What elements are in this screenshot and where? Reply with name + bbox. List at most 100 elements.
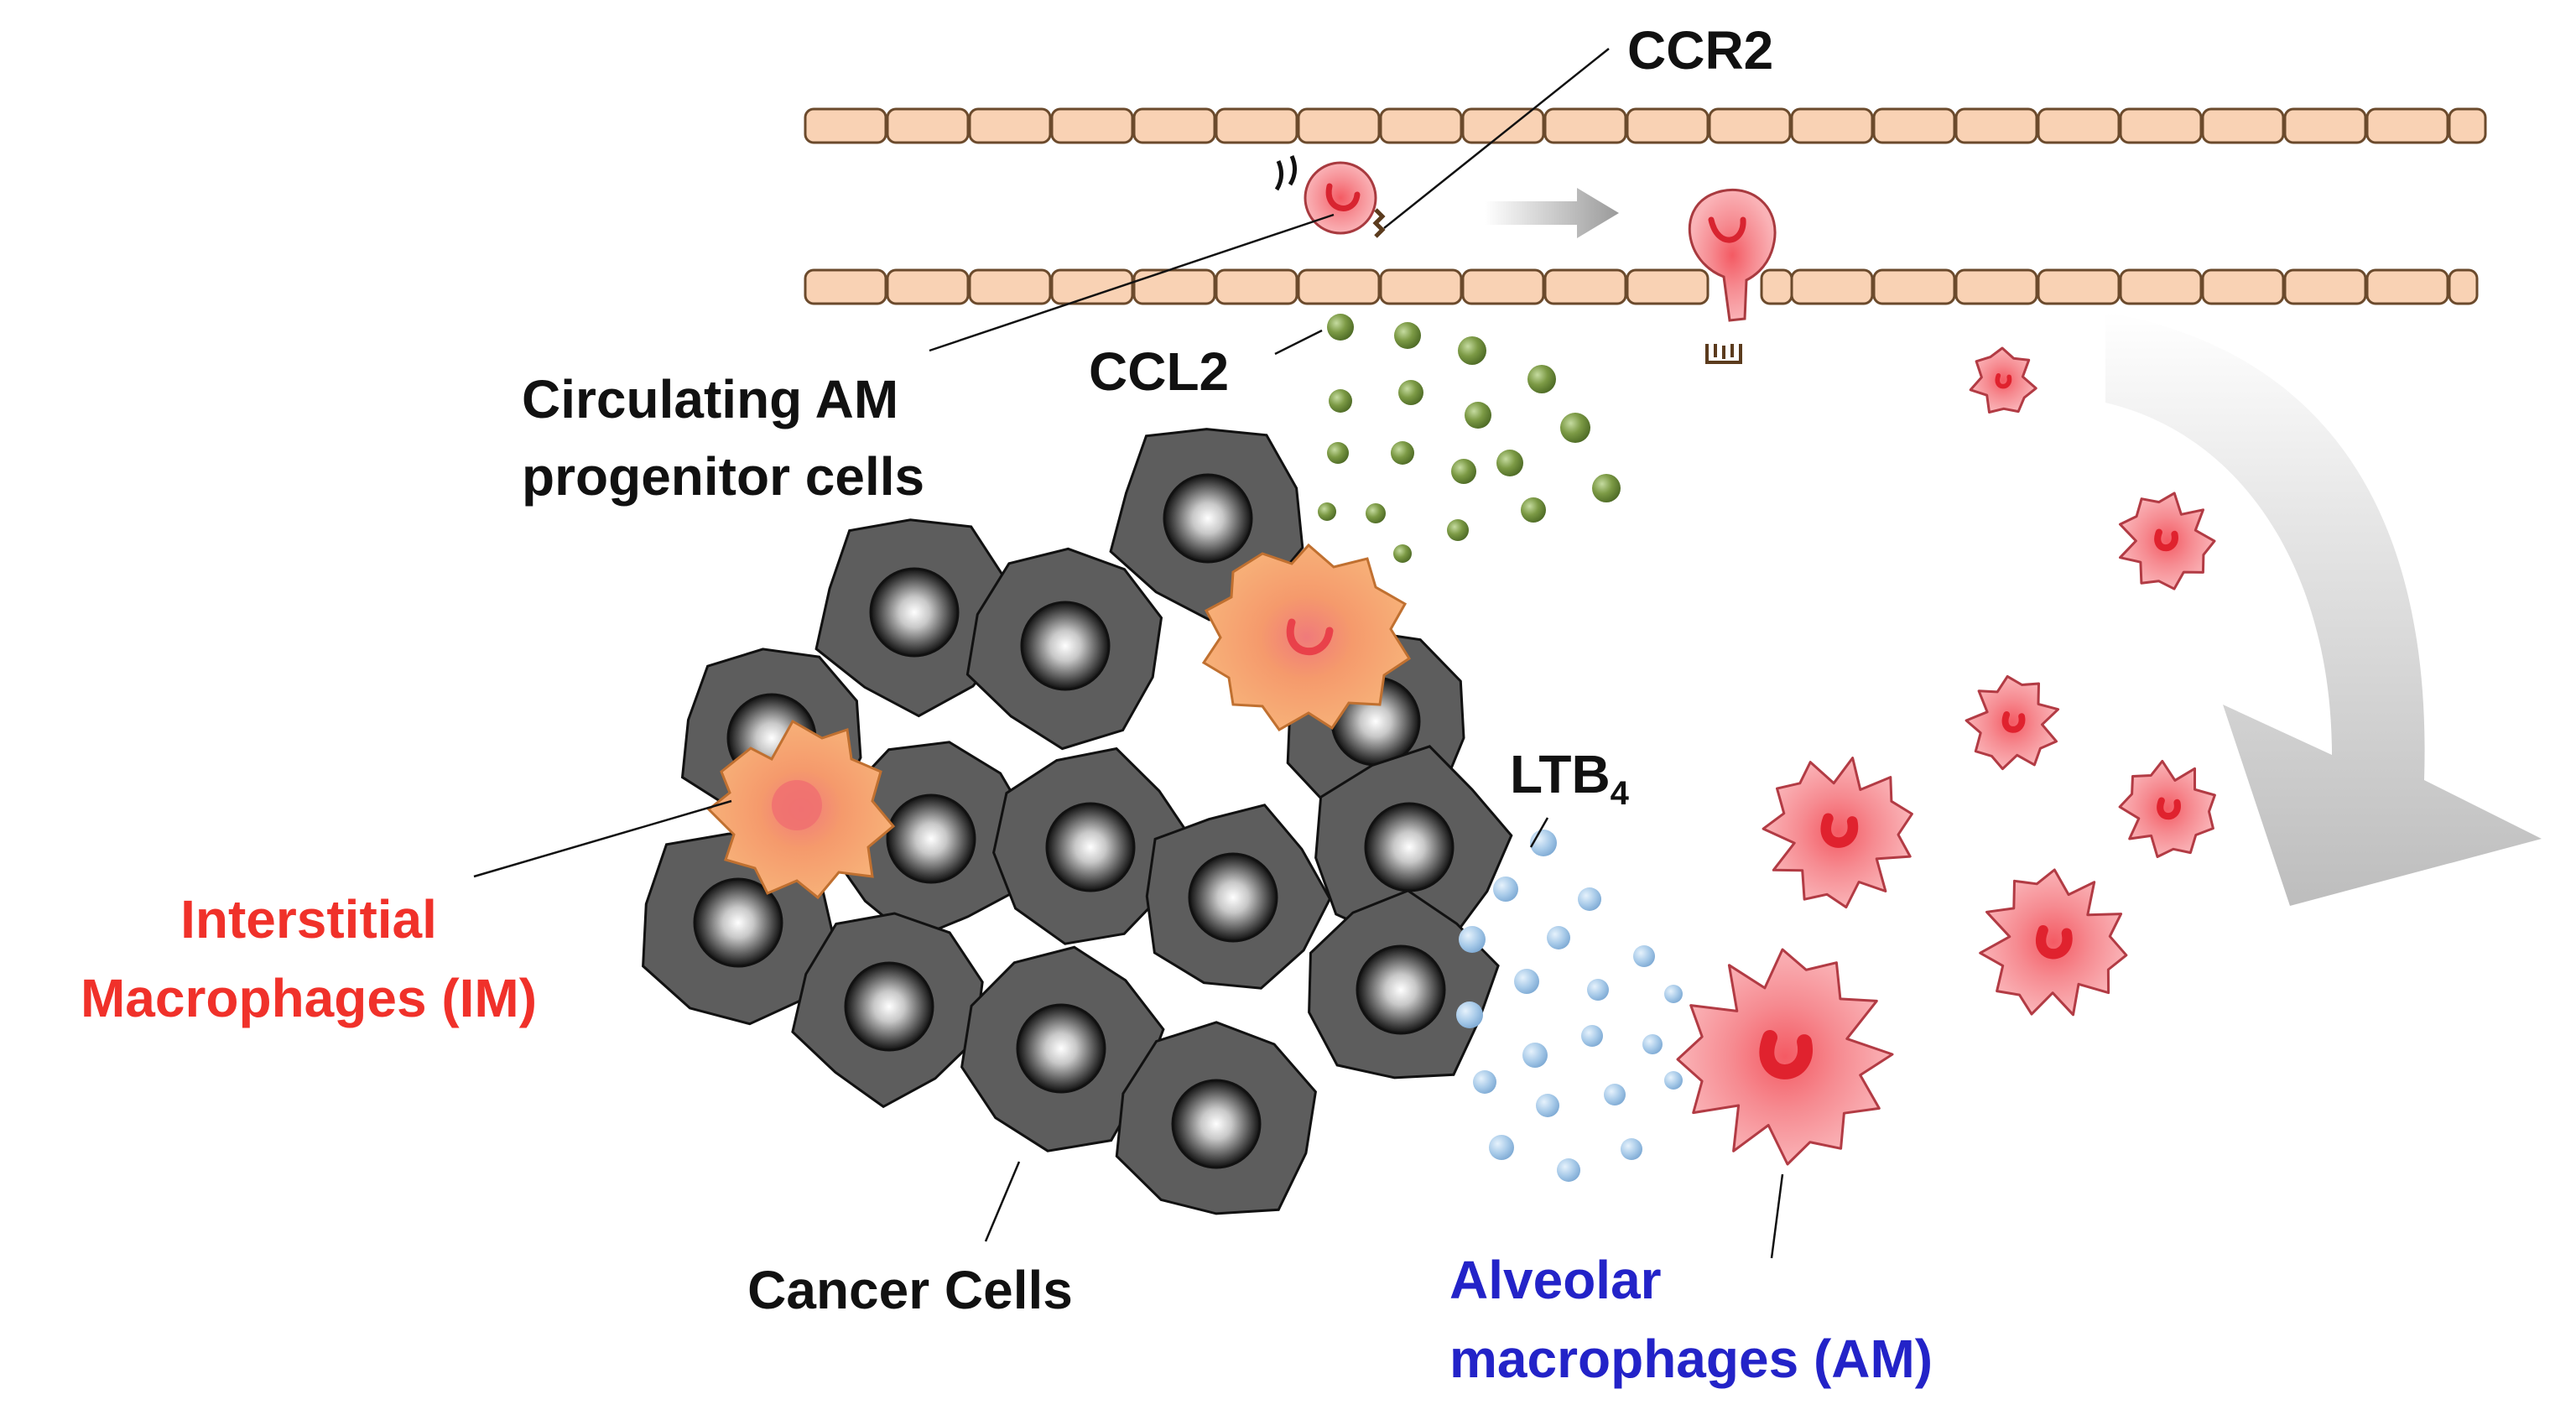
- alveolar-macrophage-body: [2119, 492, 2216, 590]
- leader-lines: [473, 48, 1784, 1259]
- cancer-cell: [1115, 1021, 1317, 1215]
- alveolar-macrophage-body: [1676, 948, 1894, 1166]
- vessel-brick: [1872, 268, 1956, 305]
- vessel-brick: [1297, 268, 1381, 305]
- vessel-brick: [2037, 268, 2121, 305]
- vessel-brick: [2448, 268, 2479, 305]
- alveolar-macrophage: [1969, 346, 2037, 414]
- cancer-cell-nucleus: [886, 793, 976, 884]
- vessel-brick: [886, 268, 970, 305]
- vessel-brick: [1872, 107, 1956, 144]
- alveolar-macrophage-nucleus: [2001, 711, 2026, 733]
- cancer-cell-nucleus: [844, 961, 934, 1052]
- motion-marks-icon: [1274, 154, 1297, 191]
- vessel-brick: [2448, 107, 2487, 144]
- migration-curved-arrow: [2105, 312, 2542, 906]
- vessel-brick: [1461, 268, 1545, 305]
- vessel-brick: [1626, 107, 1710, 144]
- vessel-brick: [1954, 268, 2038, 305]
- ccl2-dot: [1327, 442, 1349, 464]
- vessel-brick: [2037, 107, 2121, 144]
- vessel-brick: [2119, 268, 2203, 305]
- circulating-progenitor-cell: [1274, 154, 1386, 238]
- ltb4-dot: [1587, 979, 1609, 1001]
- vessel-brick: [2365, 268, 2449, 305]
- vessel-brick: [2201, 107, 2285, 144]
- alveolar-macrophage: [1979, 868, 2128, 1017]
- vessel-brick: [1954, 107, 2038, 144]
- alveolar-macrophage-body: [1979, 868, 2128, 1017]
- cancer-cell-nucleus: [1045, 802, 1136, 892]
- cancer-cell-cluster: [642, 428, 1513, 1215]
- ltb4-dot: [1604, 1084, 1626, 1105]
- vessel-brick: [2201, 268, 2285, 305]
- circulating-progenitor-label-line1: Circulating AM: [522, 369, 898, 429]
- alveolar-macrophage-nucleus: [2036, 925, 2073, 960]
- cancer-cell-nucleus: [693, 877, 783, 968]
- cancer-cells-label: Cancer Cells: [747, 1260, 1073, 1320]
- alveolar-macrophage: [1762, 757, 1913, 909]
- alveolar-macrophage: [1965, 674, 2060, 771]
- vessel-brick: [886, 107, 970, 144]
- ltb4-label-subscript: 4: [1611, 775, 1630, 812]
- vessel-brick: [1132, 268, 1216, 305]
- vessel-brick: [804, 268, 887, 305]
- ltb4-dot: [1522, 1043, 1548, 1068]
- vessel-brick: [1790, 268, 1874, 305]
- ltb4-dot: [1514, 969, 1539, 994]
- vessel-brick: [1050, 268, 1134, 305]
- ccl2-dot: [1451, 459, 1476, 484]
- vessel-brick: [1461, 107, 1545, 144]
- cancer-cell-nucleus: [1020, 601, 1111, 691]
- ltb4-dot: [1664, 985, 1683, 1003]
- alveolar-macrophage-nucleus: [1759, 1030, 1813, 1079]
- ltb4-label: LTB4: [1510, 744, 1630, 812]
- ltb4-dot: [1493, 877, 1518, 902]
- cancer-cell: [814, 518, 1012, 718]
- alveolar-macrophage-body: [1965, 674, 2060, 771]
- ltb4-dot: [1578, 887, 1601, 911]
- vessel-brick: [1379, 268, 1463, 305]
- ccl2-dot: [1458, 336, 1486, 365]
- ccl2-dot: [1393, 544, 1412, 563]
- ccl2-chemokine-dots: [1318, 314, 1621, 563]
- vessel-brick: [1215, 107, 1298, 144]
- ltb4-dot: [1557, 1158, 1580, 1182]
- ltb4-dot: [1621, 1138, 1642, 1160]
- cancer-cell: [965, 547, 1163, 751]
- ccr2-receptor-icon: [1705, 344, 1742, 364]
- vessel-brick: [1050, 107, 1134, 144]
- vessel-brick: [1543, 107, 1627, 144]
- cancer-cell-nucleus: [1356, 944, 1446, 1035]
- ccl2-dot: [1329, 389, 1352, 413]
- vessel-brick: [2119, 107, 2203, 144]
- alveolar-macrophages-label-line1: Alveolar: [1449, 1250, 1662, 1310]
- alveolar-macrophage-nucleus: [2154, 528, 2178, 552]
- cancer-cell-nucleus: [1163, 473, 1253, 564]
- interstitial-macrophages-label-line1: Interstitial: [180, 889, 437, 949]
- vessel-brick: [1215, 268, 1298, 305]
- cancer-cell: [1145, 804, 1332, 990]
- vessel-brick: [1297, 107, 1381, 144]
- flow-direction-arrow: [1485, 188, 1619, 238]
- alveolar-macrophage-nucleus: [1820, 813, 1859, 848]
- cancer-cell-nucleus: [1188, 852, 1278, 943]
- ltb4-dot: [1459, 926, 1486, 953]
- interstitial-macrophage: [706, 719, 896, 900]
- ltb4-dot: [1633, 945, 1655, 967]
- cancer-cell: [992, 747, 1195, 945]
- ccl2-dot: [1465, 402, 1491, 429]
- ccl2-dot: [1394, 322, 1421, 349]
- ccl2-dot: [1521, 497, 1546, 523]
- ccl2-label: CCL2: [1089, 341, 1229, 402]
- ccl2-dot: [1592, 474, 1621, 502]
- ccl2-dot: [1318, 502, 1336, 521]
- vessel-brick: [1543, 268, 1627, 305]
- vessel-brick: [2283, 268, 2367, 305]
- cancer-cell: [1314, 745, 1513, 941]
- ltb4-dot: [1489, 1135, 1514, 1160]
- vessel-brick: [1708, 107, 1792, 144]
- ccr2-receptor-icon: [1372, 208, 1386, 238]
- alveolar-macrophage: [2118, 759, 2216, 858]
